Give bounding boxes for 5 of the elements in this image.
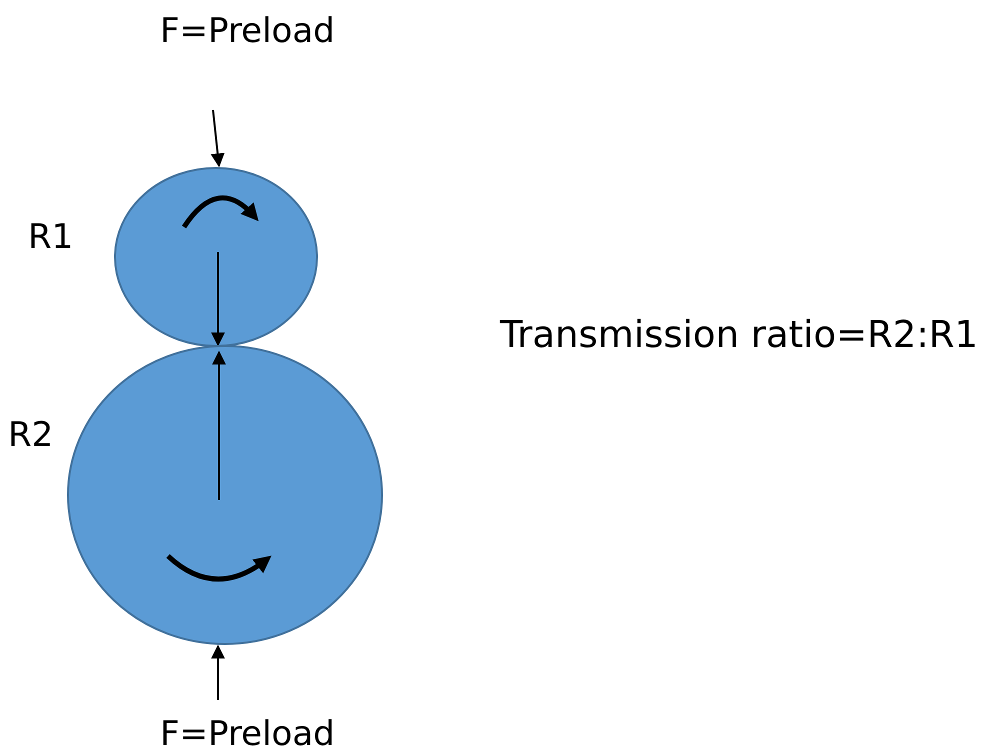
force-label: F=Preload — [160, 14, 335, 48]
formula-text: Transmission ratio=R2:R1 — [500, 316, 978, 353]
radius-label: R2 — [8, 418, 54, 452]
radius-label: R1 — [28, 220, 74, 254]
force-label: F=Preload — [160, 717, 335, 751]
